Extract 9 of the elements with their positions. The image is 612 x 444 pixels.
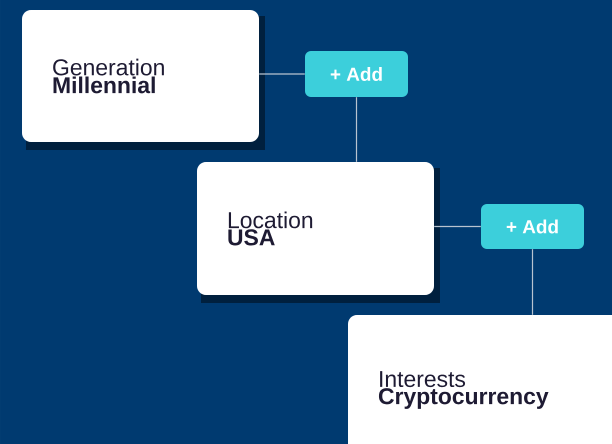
add-button: + Add <box>305 51 408 97</box>
connector-line <box>434 226 481 228</box>
info-card: Location USA <box>197 162 434 295</box>
connector-line <box>259 73 305 75</box>
info-card: Generation Millennial <box>22 10 259 142</box>
connector-line <box>356 97 358 162</box>
info-card: Interests Cryptocurrency <box>348 315 612 444</box>
add-button: + Add <box>481 204 584 249</box>
connector-line <box>532 249 534 315</box>
